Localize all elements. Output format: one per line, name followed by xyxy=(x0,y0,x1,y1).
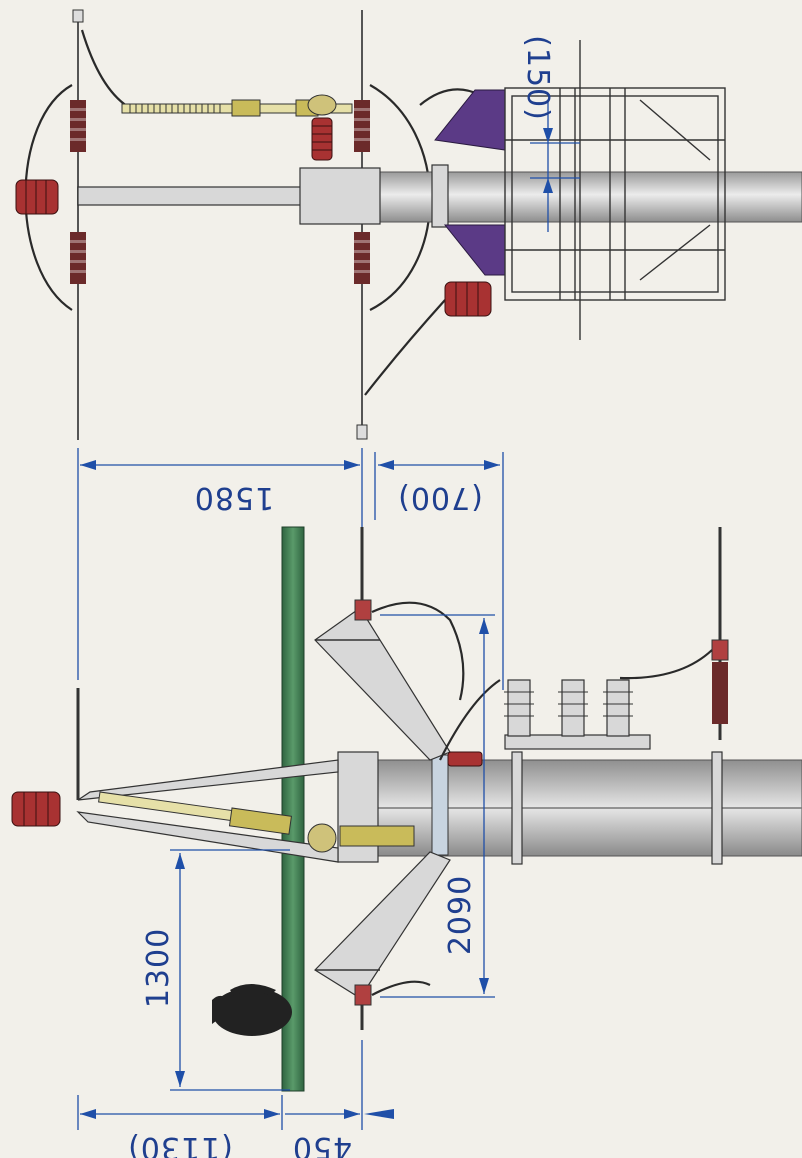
flange xyxy=(299,167,381,225)
crossarm-rod xyxy=(77,186,319,206)
conductor-terminal xyxy=(72,9,84,23)
bracket-lower xyxy=(443,224,506,276)
dimension-label-1130: (1130) xyxy=(127,1130,233,1158)
dimension-label-1300: 1300 xyxy=(141,928,176,1008)
side-strain-insulator xyxy=(712,662,728,724)
strain-insulator xyxy=(70,100,86,152)
jumper-top xyxy=(80,29,131,109)
strain-insulator xyxy=(354,232,370,284)
arm-fitting xyxy=(228,807,292,835)
clamp-red xyxy=(354,599,372,621)
bird-guard-pole xyxy=(281,526,305,1092)
strain-insulator xyxy=(354,100,370,152)
side-small-insulator xyxy=(447,751,483,767)
side-jumper xyxy=(619,649,713,680)
post-insulator xyxy=(311,117,333,161)
top-view xyxy=(15,9,802,440)
bird-silhouette-icon xyxy=(212,984,292,1036)
dimension-150: (150) xyxy=(520,35,580,232)
pole-clamp xyxy=(711,751,723,865)
dimension-label-700: (700) xyxy=(397,480,483,515)
head-plate xyxy=(431,754,449,856)
dimension-label-450: 450 xyxy=(292,1130,352,1158)
rod-fitting xyxy=(231,99,261,117)
clamp-ring xyxy=(431,164,449,228)
side-jumper xyxy=(371,601,465,701)
clamp-red xyxy=(354,984,372,1006)
clamp-red xyxy=(711,639,729,661)
jumper-down xyxy=(364,299,446,396)
bracket-upper xyxy=(434,89,506,151)
side-top-insulator xyxy=(11,791,61,827)
side-view xyxy=(11,526,802,1092)
end-insulator-left xyxy=(15,179,59,215)
conductor-terminal xyxy=(356,424,368,440)
dimension-450: 450 xyxy=(285,1040,394,1158)
end-insulator-bottom xyxy=(444,281,492,317)
dimension-1580: 1580 xyxy=(77,448,363,680)
switch-base xyxy=(504,734,651,750)
rotor xyxy=(307,94,337,116)
switch-arm xyxy=(77,759,339,801)
dimension-label-150: (150) xyxy=(520,35,555,121)
dimension-1300: 1300 xyxy=(141,849,290,1091)
pole-clamp xyxy=(511,751,523,865)
dimension-label-1580: 1580 xyxy=(194,480,274,515)
mounting-frame xyxy=(504,40,726,340)
switch-insulators xyxy=(504,679,633,737)
brace-upper xyxy=(314,607,451,761)
brace-lower xyxy=(314,851,451,999)
side-jumper xyxy=(439,679,501,761)
arm-fitting xyxy=(339,825,415,847)
dimension-700: (700) xyxy=(374,452,504,690)
side-jumper xyxy=(371,980,431,996)
dimension-2090: 2090 xyxy=(380,614,495,998)
strain-insulator xyxy=(70,232,86,284)
dimension-label-2090: 2090 xyxy=(443,875,478,955)
dimension-1130: (1130) xyxy=(77,1095,283,1158)
pivot xyxy=(307,823,337,853)
